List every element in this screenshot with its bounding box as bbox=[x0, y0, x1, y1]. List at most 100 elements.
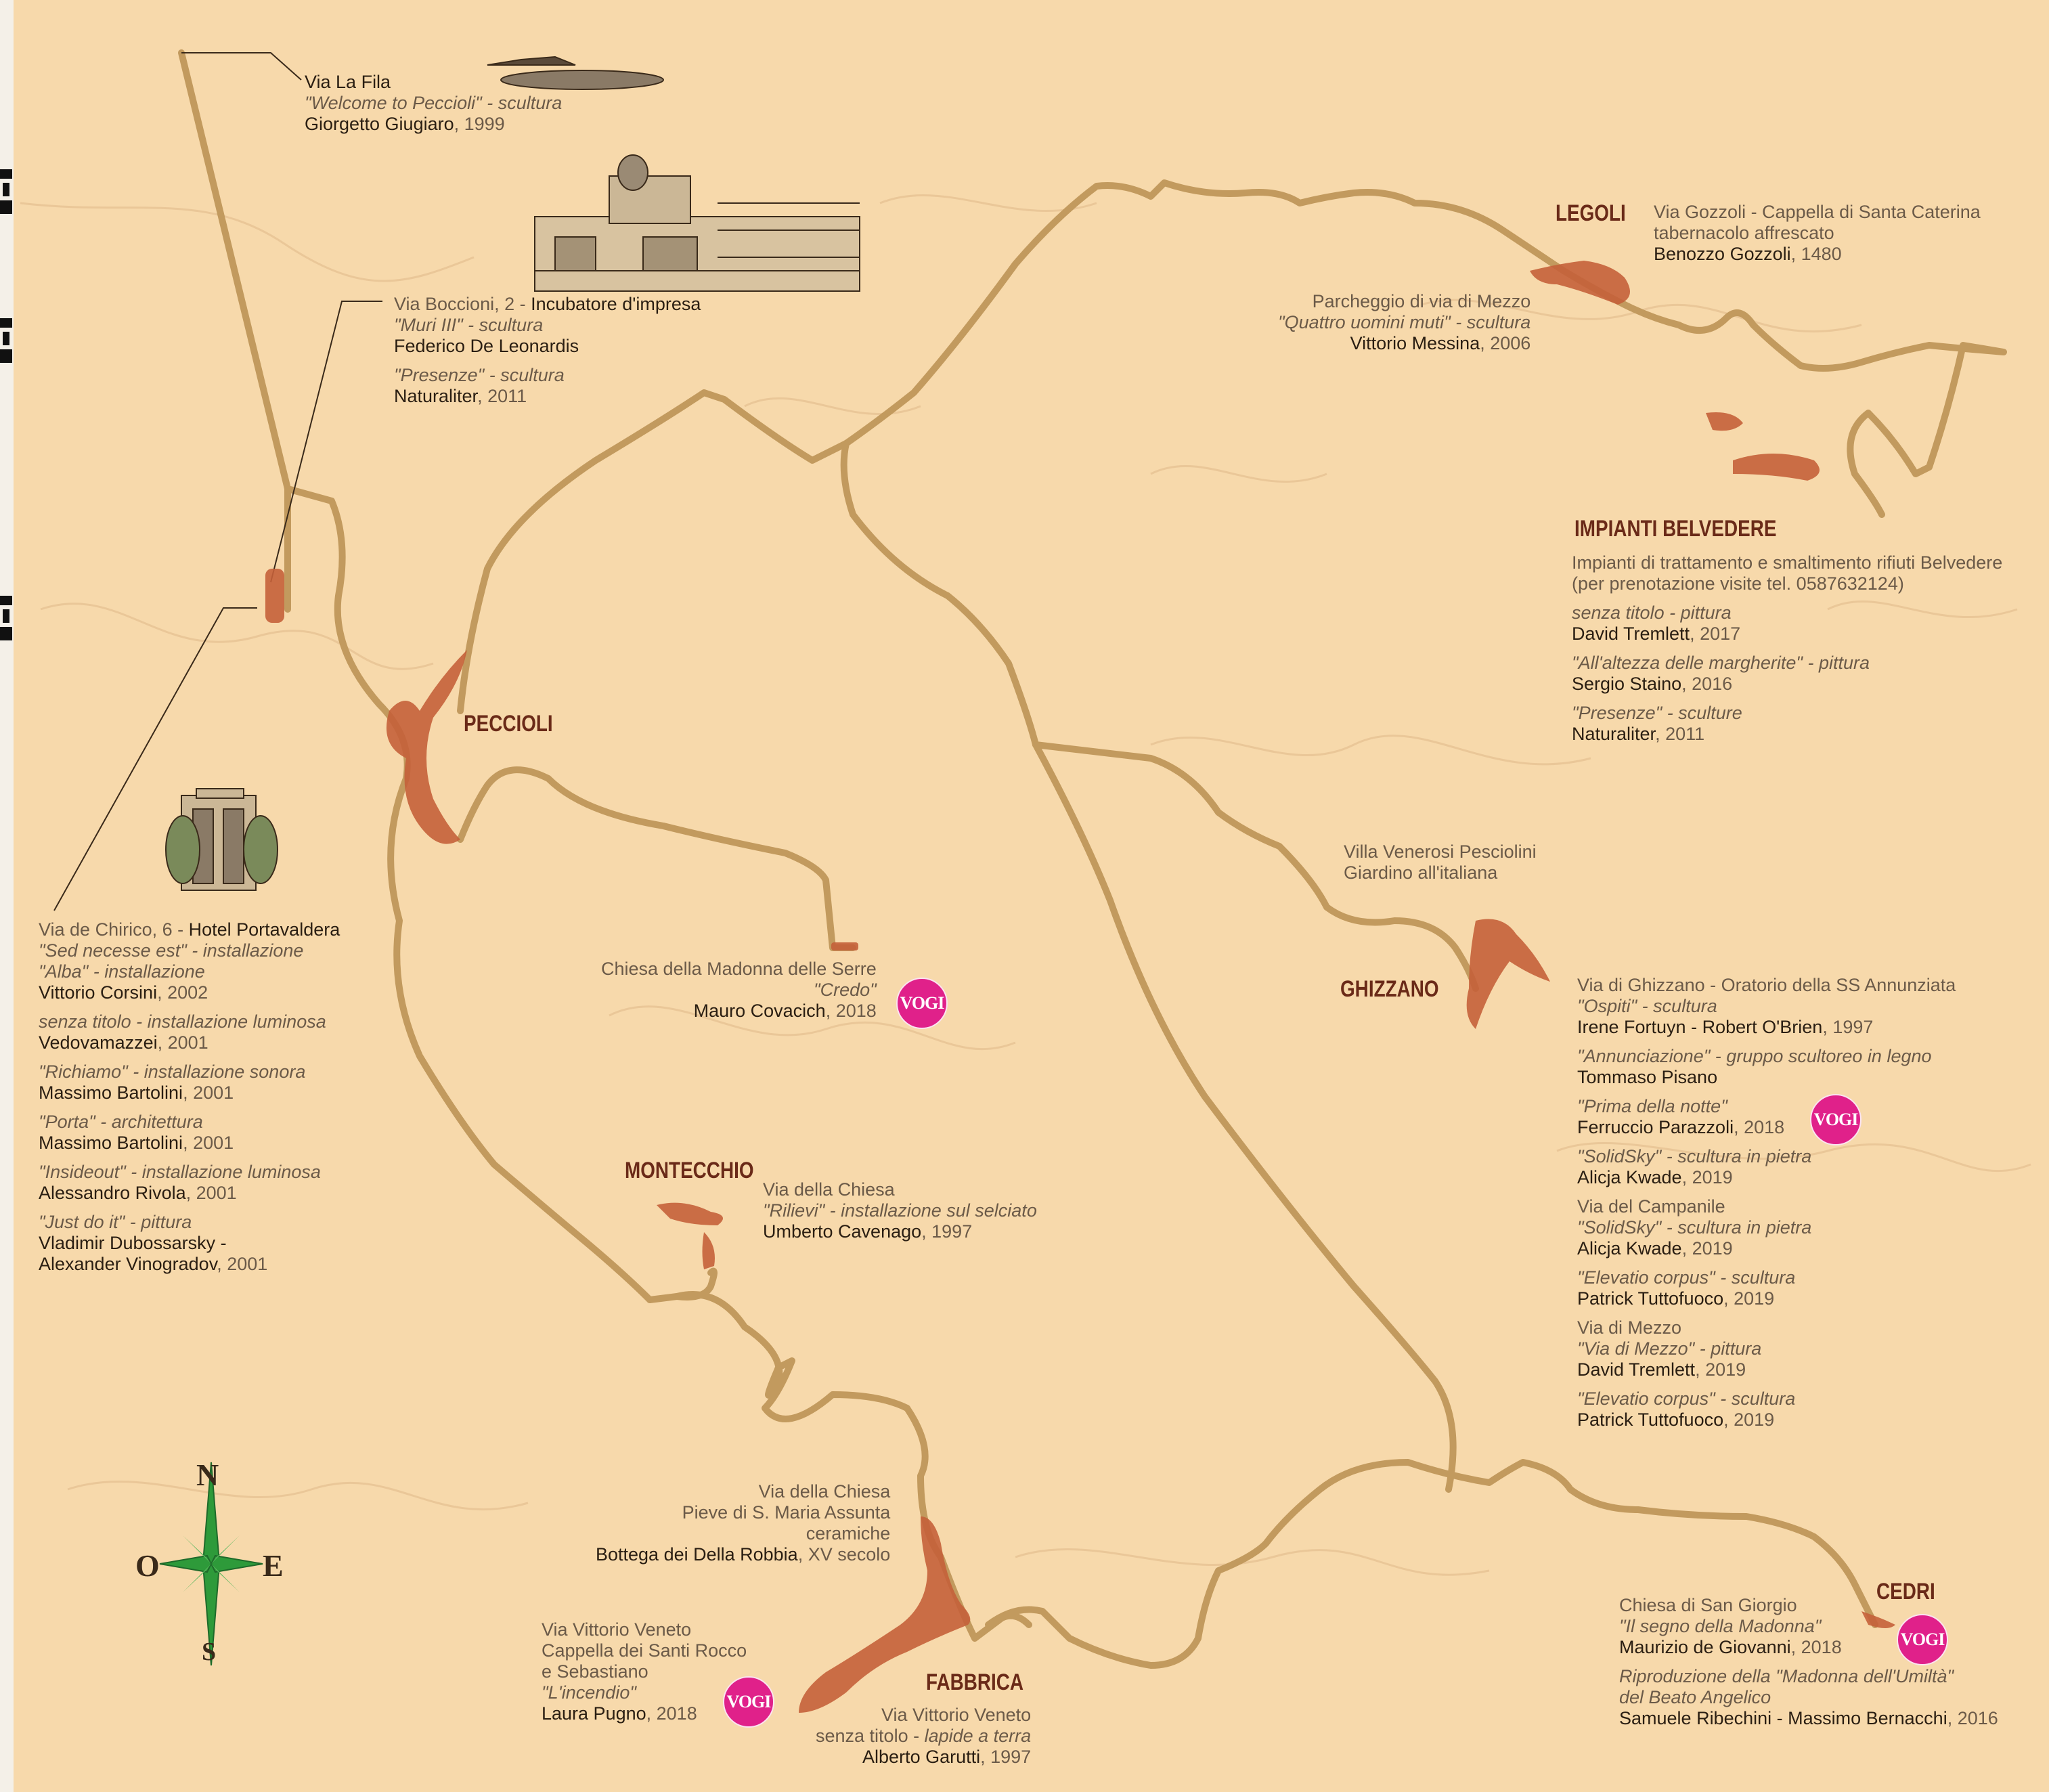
town-label-montecchio: MONTECCHIO bbox=[625, 1158, 754, 1183]
year: , XV secolo bbox=[797, 1544, 891, 1565]
year: , 2018 bbox=[1790, 1637, 1842, 1657]
compass-east: E bbox=[263, 1548, 284, 1583]
year: , 1997 bbox=[980, 1747, 1032, 1767]
work: "Elevatio corpus" - scultura bbox=[1577, 1389, 1796, 1409]
road-peccioli-east bbox=[457, 766, 856, 951]
work: "Presenze" - sculture bbox=[1572, 703, 1742, 723]
street: Via Vittorio Veneto bbox=[542, 1619, 692, 1640]
montecchio-area bbox=[657, 1202, 723, 1269]
work: "Via di Mezzo" - pittura bbox=[1577, 1338, 1762, 1359]
note-legoli: Via Gozzoli - Cappella di Santa Caterina… bbox=[1654, 202, 1981, 265]
street: Via Gozzoli - Cappella di Santa Caterina bbox=[1654, 202, 1981, 222]
description: (per prenotazione visite tel. 0587632124… bbox=[1572, 573, 1904, 594]
author: Vedovamazzei bbox=[39, 1032, 158, 1053]
town-label-legoli: LEGOLI bbox=[1556, 200, 1626, 226]
building-sketch-hotel bbox=[165, 788, 278, 891]
work: "SolidSky" - scultura in pietra bbox=[1577, 1146, 1812, 1166]
town-label-ghizzano: GHIZZANO bbox=[1340, 976, 1439, 1002]
note-cedri: Chiesa di San Giorgio "Il segno della Ma… bbox=[1619, 1595, 1998, 1729]
work: senza titolo - installazione luminosa bbox=[39, 1011, 326, 1032]
year: , 1999 bbox=[454, 114, 505, 134]
work: "Quattro uomini muti" - scultura bbox=[1278, 312, 1531, 332]
note-santi-rocco: Via Vittorio Veneto Cappella dei Santi R… bbox=[542, 1619, 747, 1724]
year: , 2018 bbox=[646, 1703, 697, 1724]
work: "Ospiti" - scultura bbox=[1577, 996, 1717, 1016]
author: Benozzo Gozzoli bbox=[1654, 244, 1791, 264]
impianti-area bbox=[1706, 412, 1820, 481]
year: , 2018 bbox=[1734, 1117, 1785, 1137]
street: Via Vittorio Veneto bbox=[881, 1705, 1032, 1725]
year: , 2011 bbox=[1655, 724, 1705, 744]
work: "Sed necesse est" - installazione bbox=[39, 940, 304, 961]
author: Sergio Staino bbox=[1572, 674, 1682, 694]
place: e Sebastiano bbox=[542, 1661, 648, 1682]
author: Alexander Vinogradov bbox=[39, 1254, 217, 1274]
compass-north: N bbox=[196, 1458, 219, 1492]
author: Bottega dei Della Robbia bbox=[596, 1544, 798, 1565]
town-areas bbox=[265, 261, 1895, 1713]
author: Massimo Bartolini bbox=[39, 1083, 183, 1103]
work: "Credo" bbox=[814, 980, 877, 1000]
serre-marker bbox=[831, 942, 858, 950]
street: Via del Campanile bbox=[1577, 1196, 1725, 1217]
place: Pieve di S. Maria Assunta bbox=[682, 1502, 891, 1523]
work: del Beato Angelico bbox=[1619, 1687, 1771, 1707]
compass-west: O bbox=[135, 1548, 160, 1583]
compass-rose bbox=[159, 1462, 263, 1666]
street: Via di Ghizzano - Oratorio della SS Annu… bbox=[1577, 975, 1956, 995]
author: Alicja Kwade bbox=[1577, 1167, 1682, 1187]
author: David Tremlett bbox=[1577, 1359, 1696, 1380]
work: tabernacolo affrescato bbox=[1654, 223, 1834, 243]
author: Alicja Kwade bbox=[1577, 1238, 1682, 1259]
author: Samuele Ribechini - Massimo Bernacchi bbox=[1619, 1708, 1947, 1728]
author: Laura Pugno bbox=[542, 1703, 646, 1724]
year: , 2001 bbox=[185, 1183, 237, 1203]
place: Incubatore d'impresa bbox=[531, 294, 701, 314]
vogi-badge: VOGI bbox=[1897, 1614, 1948, 1665]
road-central bbox=[840, 440, 1039, 748]
street: Via di Mezzo bbox=[1577, 1317, 1682, 1338]
qr-code-2 bbox=[0, 318, 12, 366]
year: , 1480 bbox=[1790, 244, 1842, 264]
author: Patrick Tuttofuoco bbox=[1577, 1409, 1724, 1430]
work: "Welcome to Peccioli" - scultura bbox=[305, 93, 563, 113]
town-label-peccioli: PECCIOLI bbox=[464, 711, 553, 737]
description: Impianti di trattamento e smaltimento ri… bbox=[1572, 552, 2003, 573]
road-montecchio-branch bbox=[674, 1267, 718, 1301]
author: David Tremlett bbox=[1572, 624, 1690, 644]
author: Vittorio Corsini bbox=[39, 982, 158, 1003]
note-parcheggio: Parcheggio di via di Mezzo "Quattro uomi… bbox=[1278, 291, 1530, 354]
work-type: lapide a terra bbox=[924, 1726, 1032, 1746]
road-ghizzano-link bbox=[1032, 741, 1479, 992]
vogi-badge: VOGI bbox=[896, 978, 948, 1029]
year: , 1997 bbox=[921, 1221, 973, 1242]
ghizzano-area bbox=[1466, 919, 1550, 1029]
note-boccioni: Via Boccioni, 2 - Incubatore d'impresa "… bbox=[394, 294, 701, 407]
author: Ferruccio Parazzoli bbox=[1577, 1117, 1734, 1137]
author: Alessandro Rivola bbox=[39, 1183, 186, 1203]
town-label-cedri: CEDRI bbox=[1876, 1579, 1935, 1604]
author: Umberto Cavenago bbox=[763, 1221, 922, 1242]
year: , 2019 bbox=[1723, 1409, 1775, 1430]
work: "Elevatio corpus" - scultura bbox=[1577, 1267, 1796, 1288]
street: Chiesa di San Giorgio bbox=[1619, 1595, 1797, 1615]
town-label-impianti: IMPIANTI BELVEDERE bbox=[1574, 516, 1777, 542]
edge-strip bbox=[0, 0, 14, 1792]
boccioni-area bbox=[265, 569, 284, 623]
year: , 2001 bbox=[183, 1083, 234, 1103]
vogi-badge: VOGI bbox=[1810, 1094, 1861, 1145]
qr-code-3 bbox=[0, 596, 12, 643]
place: Cappella dei Santi Rocco bbox=[542, 1640, 747, 1661]
author: Naturaliter bbox=[394, 386, 478, 406]
work: "All'altezza delle margherite" - pittura bbox=[1572, 653, 1870, 673]
work: "Annunciazione" - gruppo scultoreo in le… bbox=[1577, 1046, 1932, 1066]
year: , 2019 bbox=[1695, 1359, 1746, 1380]
work: Riproduzione della "Madonna dell'Umiltà" bbox=[1619, 1666, 1954, 1686]
work: "L'incendio" bbox=[542, 1682, 636, 1703]
author: Massimo Bartolini bbox=[39, 1133, 183, 1153]
work: ceramiche bbox=[806, 1523, 891, 1544]
work: "Alba" - installazione bbox=[39, 961, 205, 982]
year: , 2019 bbox=[1681, 1238, 1733, 1259]
year: , 2001 bbox=[183, 1133, 234, 1153]
note-impianti: Impianti di trattamento e smaltimento ri… bbox=[1572, 552, 2002, 745]
